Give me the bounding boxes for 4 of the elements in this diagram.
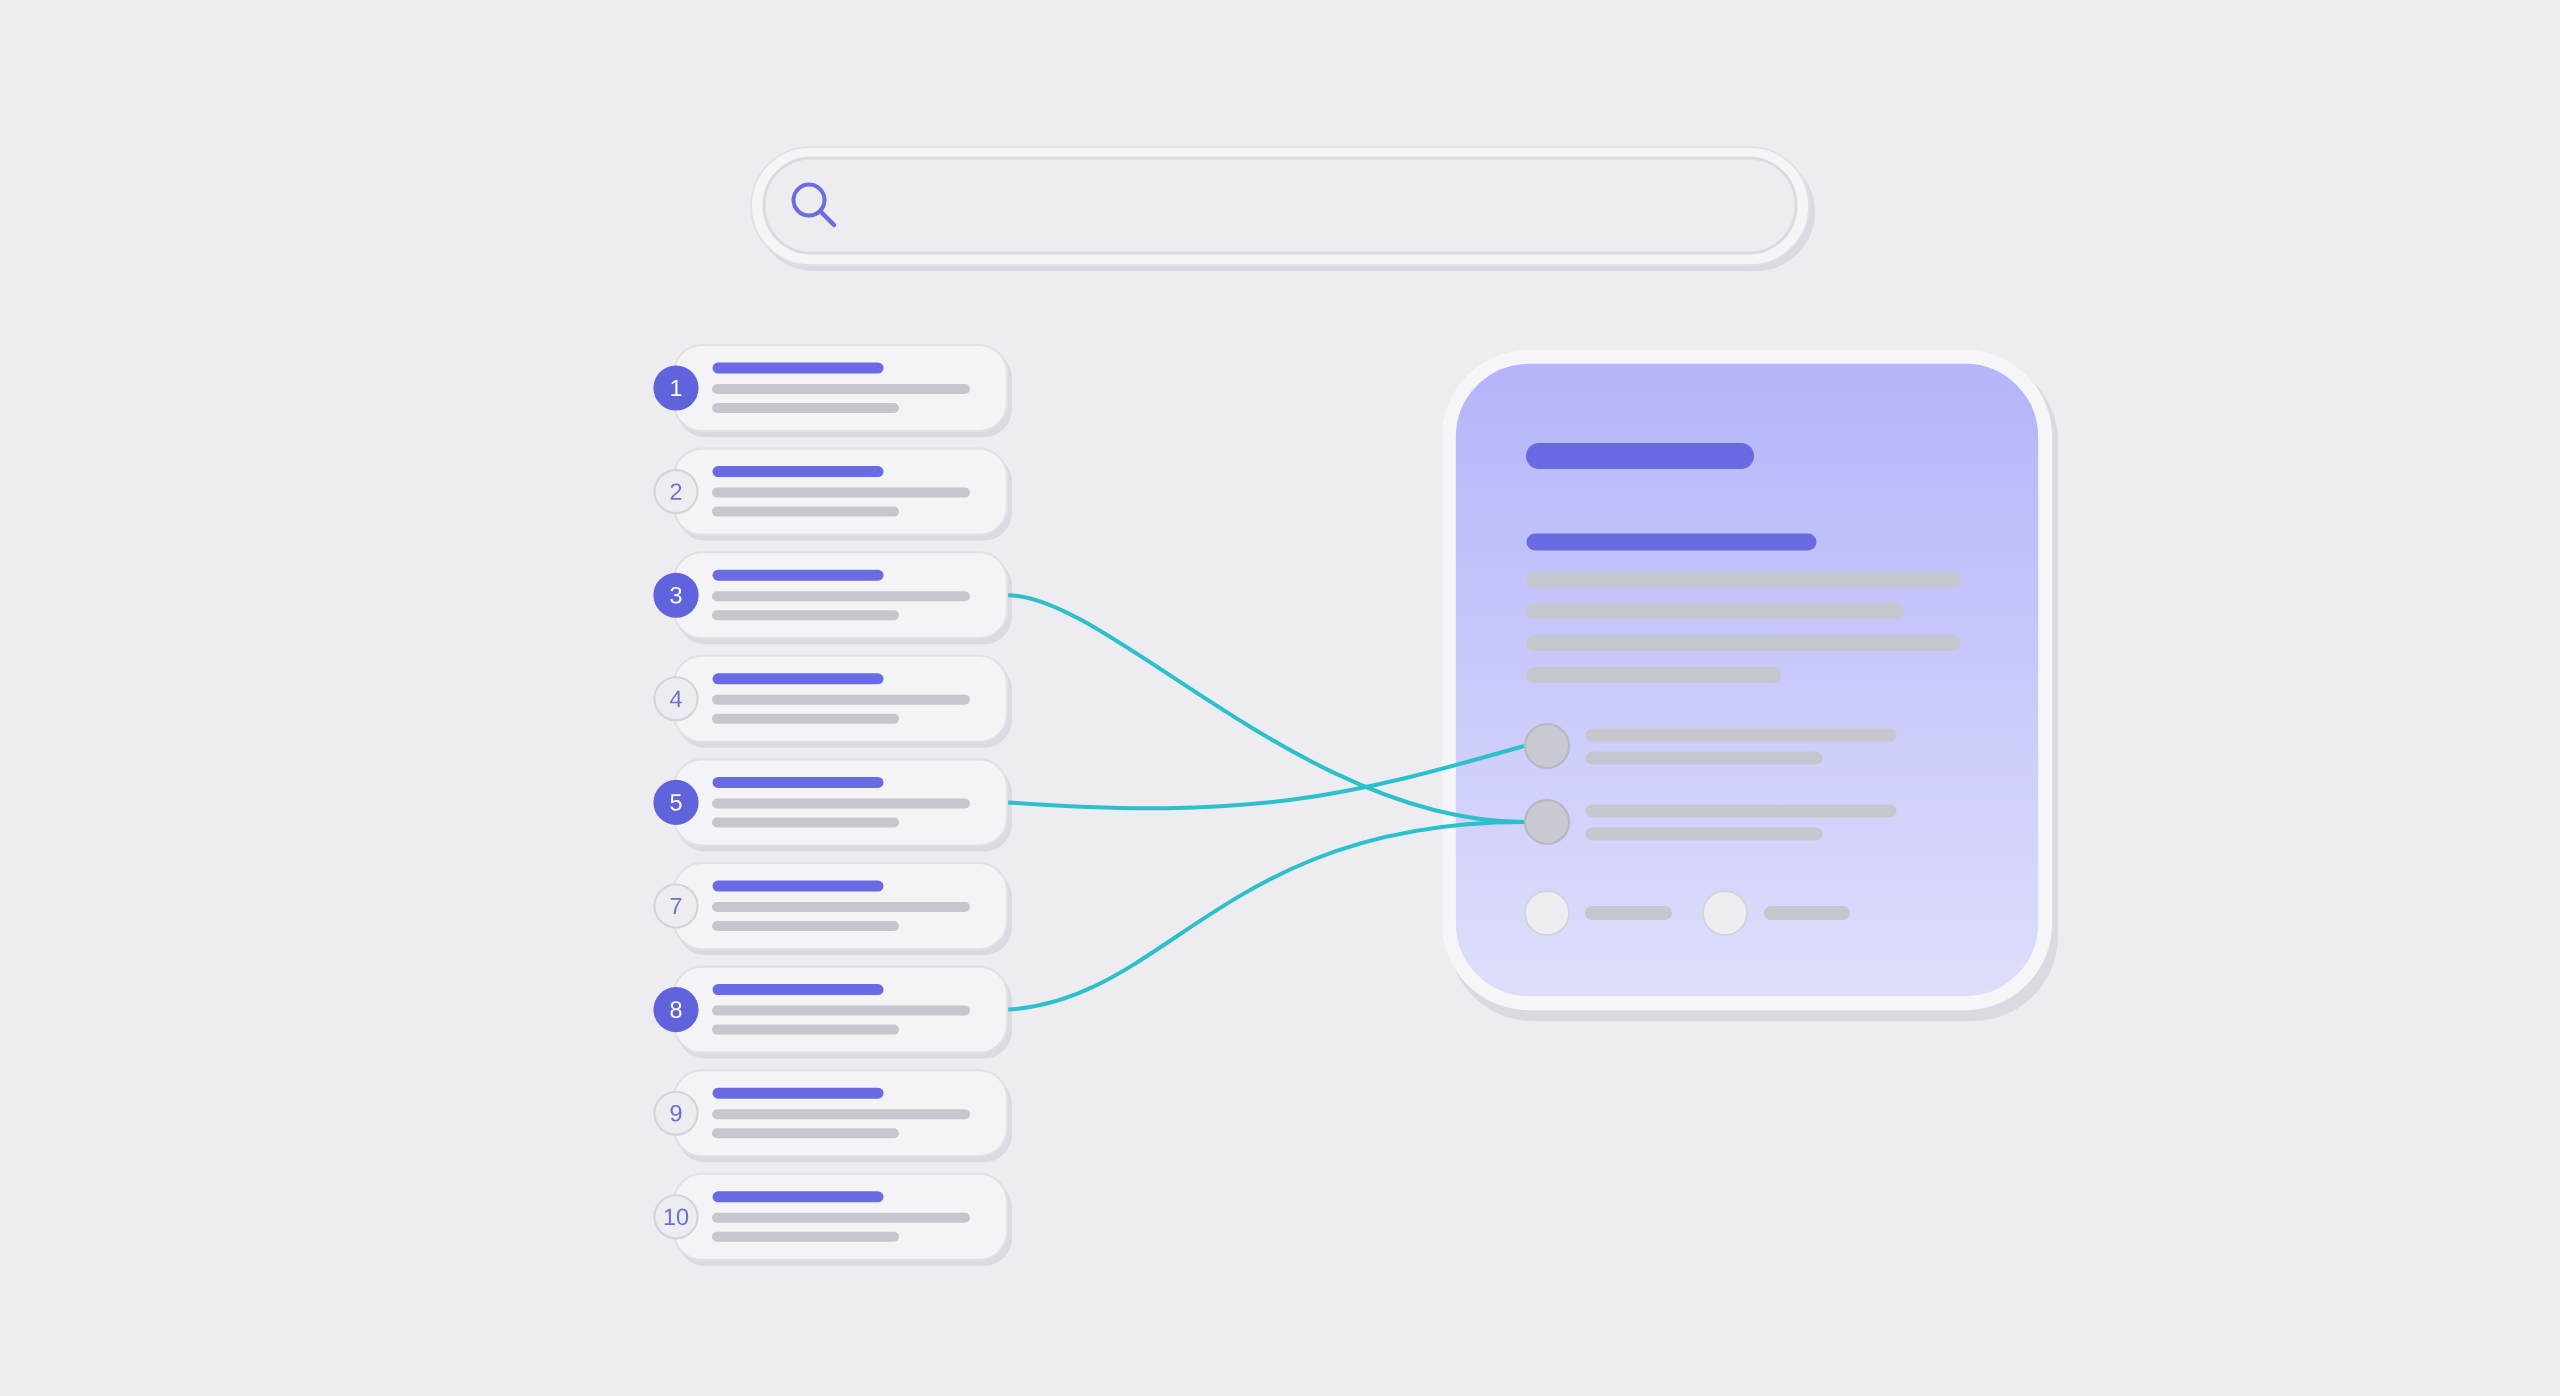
connector-curve bbox=[1008, 744, 1525, 811]
circle-dot bbox=[1523, 798, 1571, 846]
circle-dot bbox=[1523, 722, 1571, 770]
connector-curve bbox=[1007, 820, 1525, 1012]
